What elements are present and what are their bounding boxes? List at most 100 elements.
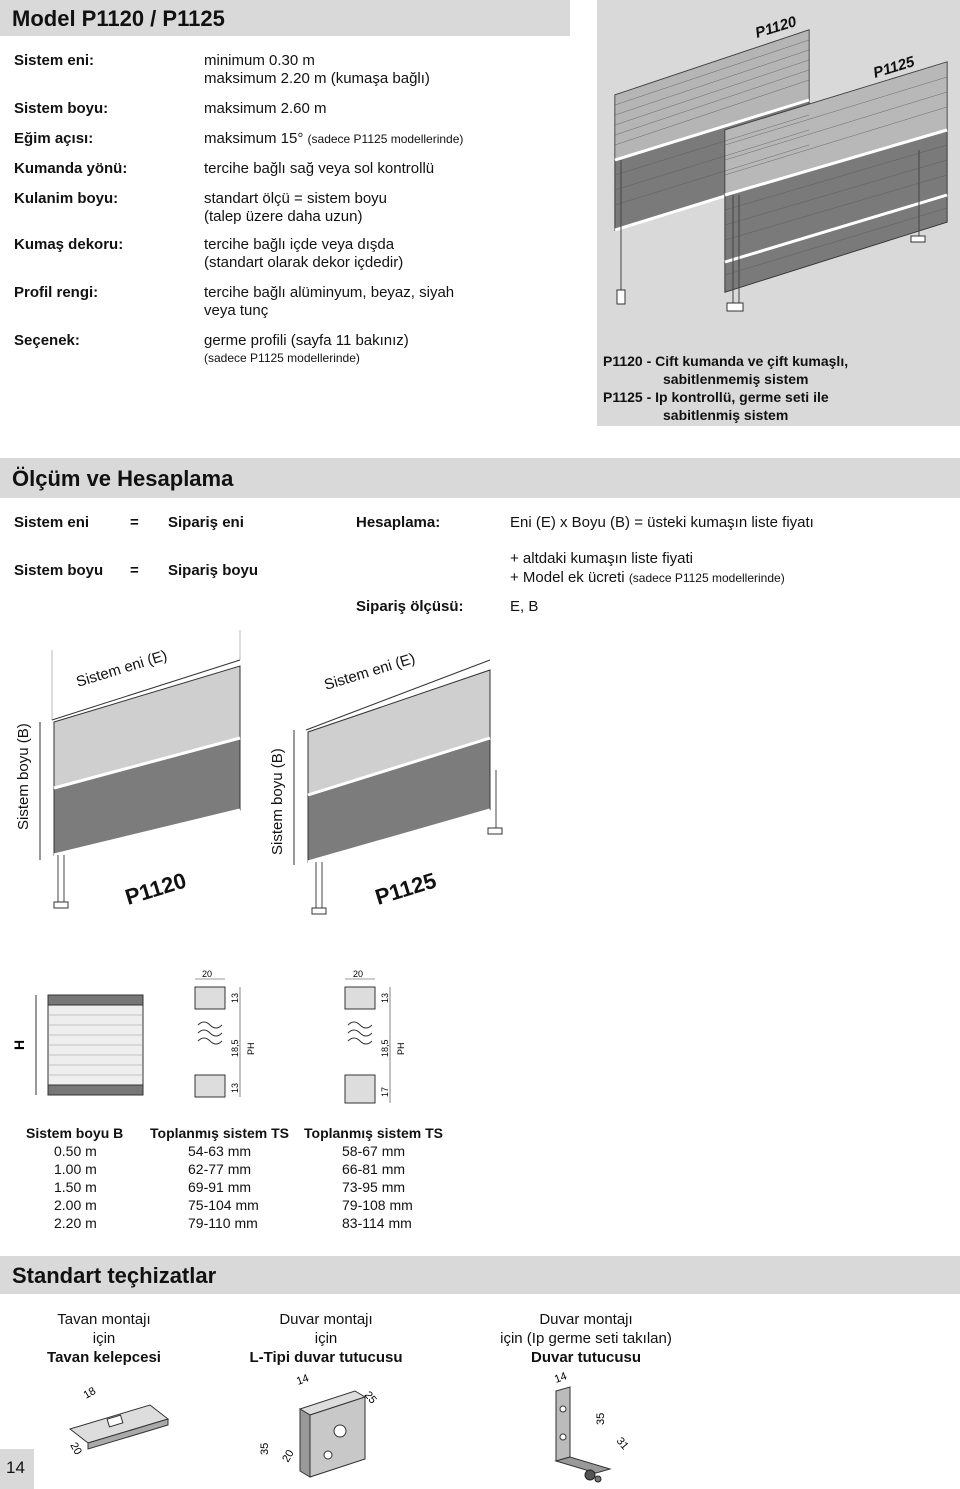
spec-label: Profil rengi: (14, 284, 99, 301)
model-label-p1120: P1120 (122, 868, 189, 910)
calc-line2: + altdaki kumaşın liste fiyati (510, 550, 693, 567)
equipment-line: için (Ip germe seti takılan) (500, 1330, 672, 1347)
diagram-blind-p1125 (293, 659, 503, 915)
equipment-caption-1: Tavan montajı için Tavan kelepcesi (14, 1310, 194, 1367)
dim-b-top: 20 (353, 969, 363, 979)
spec-note: (sadece P1125 modellerinde) (204, 351, 360, 365)
caption-line: P1125 - Ip kontrollü, germe seti ile (603, 389, 829, 405)
table-cell: 69-91 mm (188, 1179, 252, 1195)
dim-a-top: 20 (202, 969, 212, 979)
dim-l-35: 35 (259, 1443, 271, 1455)
spec-value: (standart olarak dekor içdedir) (204, 254, 404, 271)
product-image-panel: P1120 P1125 P1120 - Cift kumanda ve çift… (597, 0, 960, 426)
spec-value: standart ölçü = sistem boyu (204, 190, 388, 207)
order-value: E, B (510, 598, 539, 615)
profile-b (344, 978, 391, 1104)
calc-line3: + Model ek ücreti (510, 569, 625, 586)
caption-line: sabitlenmemiş sistem (663, 371, 809, 387)
eq1-op: = (130, 514, 139, 531)
spec-value: minimum 0.30 m (204, 52, 315, 69)
spec-label: Kulanim boyu: (14, 190, 119, 207)
profile-a (194, 978, 241, 1098)
height-label-2: Sistem boyu (B) (269, 748, 286, 855)
spec-label: Kumanda yönü: (14, 160, 128, 177)
page-title: Model P1120 / P1125 (12, 6, 225, 31)
table-header-row: Sistem boyu B Toplanmış sistem TS Toplan… (26, 1124, 443, 1142)
spec-label: Eğim açısı: (14, 130, 94, 147)
table-cell: 0.50 m (54, 1143, 97, 1159)
dim-b-ph: PH (396, 1042, 406, 1055)
stacked-blind-front (35, 994, 144, 1096)
equipment-line: Tavan montajı (57, 1311, 151, 1328)
order-label: Sipariş ölçüsü: (356, 598, 464, 615)
measure-title: Ölçüm ve Hesaplama (12, 466, 234, 491)
equipment-name: Duvar tutucusu (530, 1349, 641, 1366)
spec-value: germe profili (sayfa 11 bakınız) (204, 332, 409, 349)
equipment-name: Tavan kelepcesi (47, 1349, 161, 1366)
collapsed-size-table: Sistem boyu B Toplanmış sistem TS Toplan… (26, 1124, 443, 1232)
spec-value: tercihe bağlı alüminyum, beyaz, siyah (204, 284, 455, 301)
table-cell: 58-67 mm (342, 1143, 406, 1159)
calc-label: Hesaplama: (356, 514, 441, 531)
dim-l-14: 14 (295, 1372, 311, 1387)
spec-label: Sistem eni: (14, 52, 95, 69)
dim-wall-14: 14 (553, 1370, 569, 1385)
spec-value: (talep üzere daha uzun) (204, 208, 363, 225)
equipment-caption-2: Duvar montajı için L-Tipi duvar tutucusu (226, 1310, 426, 1367)
dim-a-d2: 18,5 (230, 1039, 240, 1057)
table-cell: 83-114 mm (342, 1215, 412, 1231)
ceiling-clip-drawing (68, 1404, 170, 1450)
equipment-section-bar: Standart teçhizatlar (0, 1256, 960, 1294)
width-label-1: Sistem eni (E) (74, 647, 169, 691)
width-label-2: Sistem eni (E) (322, 650, 417, 694)
dim-l-20: 20 (280, 1448, 297, 1465)
equipment-title: Standart teçhizatlar (12, 1263, 217, 1288)
table-cell: 79-110 mm (188, 1215, 258, 1231)
table-cell: 2.00 m (54, 1197, 97, 1213)
profile-diagram: H 20 13 18,5 PH 13 20 13 18,5 PH 17 (11, 969, 406, 1104)
table-row: 2.00 m 75-104 mm 79-108 mm (26, 1196, 443, 1214)
equipment-line: Duvar montajı (539, 1311, 633, 1328)
page-title-bar: Model P1120 / P1125 (0, 0, 570, 36)
table-header: Sistem boyu B (26, 1125, 124, 1141)
spec-label: Kumaş dekoru: (14, 236, 124, 253)
table-cell: 73-95 mm (342, 1179, 406, 1195)
table-row: 0.50 m 54-63 mm 58-67 mm (26, 1142, 443, 1160)
table-cell: 66-81 mm (342, 1161, 406, 1177)
equipment-line: Duvar montajı (279, 1311, 373, 1328)
height-label-1: Sistem boyu (B) (15, 723, 32, 830)
product-illustration: P1120 P1125 (614, 13, 948, 312)
calc-line1: Eni (E) x Boyu (B) = üsteki kumaşın list… (510, 514, 814, 531)
pleat-lines (614, 39, 948, 276)
equipment-line: için (314, 1330, 338, 1347)
dim-b-d1: 13 (380, 993, 390, 1003)
dim-ceiling-20: 20 (67, 1441, 84, 1458)
equipment-line: için (92, 1330, 116, 1347)
caption-line: sabitlenmiş sistem (663, 407, 789, 423)
page-number-box: 14 (0, 1449, 34, 1489)
spec-value-text: maksimum 15° (204, 130, 304, 147)
eq1-right: Sipariş eni (168, 514, 244, 531)
page-number: 14 (6, 1458, 25, 1477)
eq2-left: Sistem boyu (14, 562, 104, 579)
caption-line: P1120 - Cift kumanda ve çift kumaşlı, (603, 353, 849, 369)
calc-line3-row: + Model ek ücreti (sadece P1125 modeller… (510, 569, 785, 587)
diagram-blind-p1120 (39, 630, 241, 909)
product-caption: P1120 - Cift kumanda ve çift kumaşlı, sa… (603, 352, 953, 424)
table-row: 2.20 m 79-110 mm 83-114 mm (26, 1214, 443, 1232)
eq1-left: Sistem eni (14, 514, 90, 531)
table-cell: 79-108 mm (342, 1197, 413, 1213)
dimension-diagram: Sistem eni (E) Sistem eni (E) Sistem boy… (15, 630, 503, 915)
dim-b-d2: 18,5 (380, 1039, 390, 1057)
spec-value: maksimum 2.60 m (204, 100, 327, 117)
spec-value: tercihe bağlı sağ veya sol kontrollü (204, 160, 435, 177)
table-header: Toplanmış sistem TS (150, 1125, 289, 1141)
dim-a-d3: 13 (230, 1083, 240, 1093)
spec-label: Sistem boyu: (14, 100, 109, 117)
table-row: 1.00 m 62-77 mm 66-81 mm (26, 1160, 443, 1178)
table-cell: 62-77 mm (188, 1161, 252, 1177)
eq2-op: = (130, 562, 139, 579)
wall-holder-drawing (554, 1386, 612, 1483)
table-row: 1.50 m 69-91 mm 73-95 mm (26, 1178, 443, 1196)
dim-a-ph: PH (246, 1042, 256, 1055)
